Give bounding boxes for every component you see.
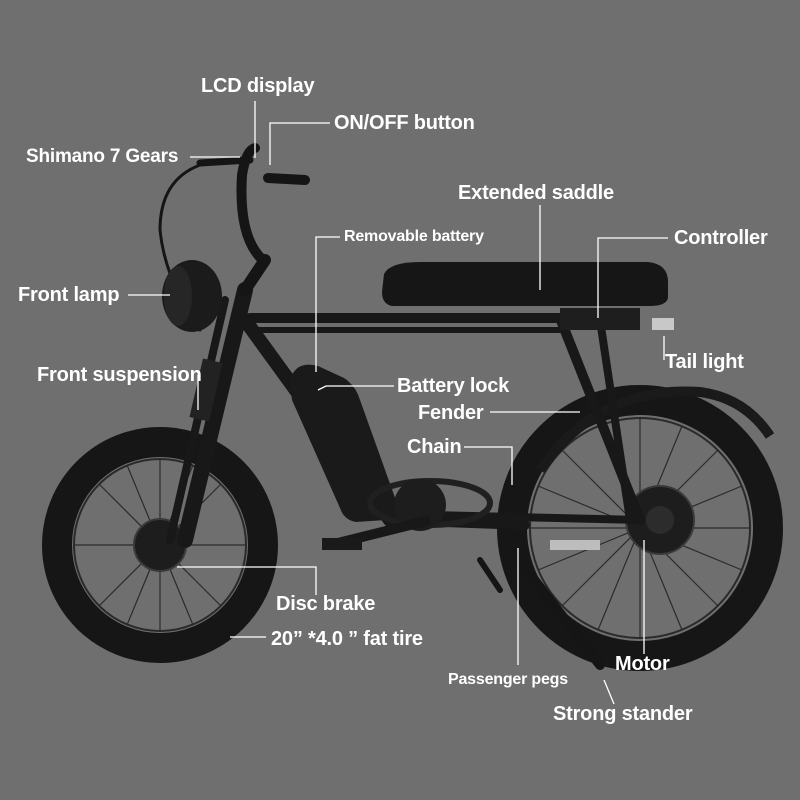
- label-lcd-display: LCD display: [201, 75, 315, 97]
- rear-wheel: [497, 385, 783, 671]
- label-battery-lock: Battery lock: [397, 375, 510, 397]
- label-strong-stander: Strong stander: [553, 703, 693, 725]
- crank-chain: [322, 478, 600, 550]
- label-tail-light: Tail light: [665, 351, 744, 373]
- label-extended-saddle: Extended saddle: [458, 182, 614, 204]
- tail-light: [652, 318, 674, 330]
- label-front-lamp: Front lamp: [18, 284, 120, 306]
- label-on-off-button: ON/OFF button: [334, 112, 475, 134]
- label-fat-tire: 20” *4.0 ” fat tire: [271, 628, 423, 650]
- label-chain: Chain: [407, 436, 462, 458]
- front-wheel: [42, 427, 278, 663]
- label-passenger-pegs: Passenger pegs: [448, 671, 568, 688]
- label-controller: Controller: [674, 227, 768, 249]
- label-motor: Motor: [615, 653, 670, 675]
- kickstand: [477, 550, 605, 670]
- rear-fender: [535, 386, 775, 473]
- label-shimano-gears: Shimano 7 Gears: [26, 146, 179, 167]
- headlamp: [162, 260, 222, 332]
- label-front-suspension: Front suspension: [37, 364, 202, 386]
- battery: [290, 364, 399, 522]
- saddle: [382, 262, 668, 330]
- label-fender: Fender: [418, 402, 484, 424]
- label-disc-brake: Disc brake: [276, 593, 376, 615]
- leader-lines: [128, 101, 668, 705]
- label-removable-battery: Removable battery: [344, 228, 484, 245]
